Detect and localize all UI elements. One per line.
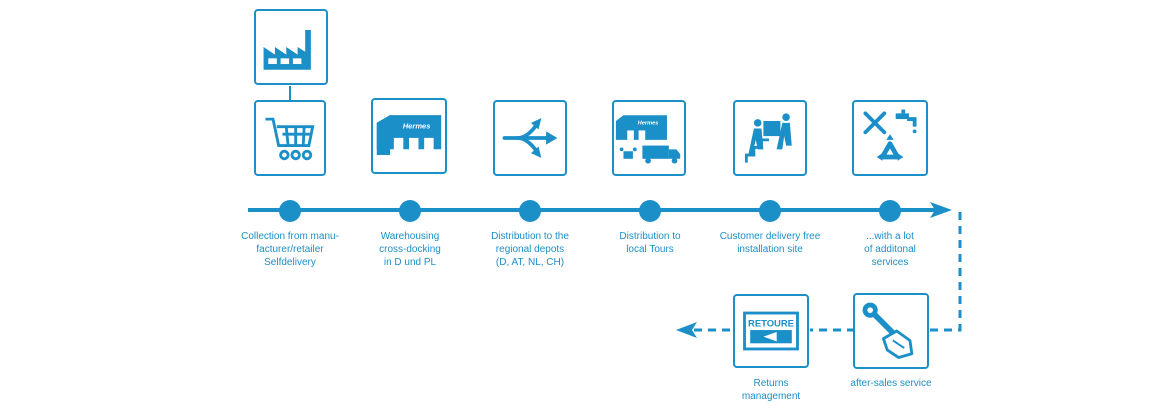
warehouse-icon: Hermes: [376, 115, 442, 155]
factory-icon: [263, 29, 311, 70]
after-sales-label: after-sales service: [850, 378, 932, 389]
step-5-label: Customer delivery free installation site: [719, 231, 821, 255]
after-sales-box: [853, 293, 929, 369]
shopping-cart-icon: [265, 117, 315, 161]
timeline-node-6: [879, 200, 901, 222]
step-2-box: Hermes: [371, 98, 447, 174]
factory-box: [254, 9, 328, 85]
step-6-box: [852, 100, 928, 176]
stairs-delivery-icon: [744, 113, 792, 163]
timeline-node-5: [759, 200, 781, 222]
warehouse-brand-text: Hermes: [403, 121, 431, 130]
timeline-node-3: [519, 200, 541, 222]
step-4-label: Distribution to local Tours: [619, 231, 681, 255]
retoure-sign-icon: RETOURE: [743, 311, 799, 351]
step-3-label: Distribution to the regional depots (D, …: [491, 231, 569, 268]
timeline-node-2: [399, 200, 421, 222]
timeline-arrowhead: [930, 202, 952, 218]
step-1-label: Collection from manu- facturer/retailer …: [241, 231, 339, 268]
returns-label: Returns management: [741, 378, 801, 402]
step-6-label: ...with a lot of additonal services: [864, 231, 916, 268]
branch-arrows-icon: [502, 118, 558, 158]
step-5-box: [733, 100, 807, 176]
returns-box: RETOURE: [733, 294, 809, 368]
step-4-box: Hermes: [612, 100, 686, 176]
wrench-hand-icon: [862, 302, 914, 359]
retoure-sign-text: RETOURE: [748, 318, 794, 329]
step-2-label: Warehousing cross-docking in D und PL: [379, 231, 441, 268]
tools-recycle-icon: [863, 109, 917, 161]
return-arrowhead: [676, 322, 697, 338]
depot-brand-text: Hermes: [638, 121, 659, 127]
timeline-node-1: [279, 200, 301, 222]
depot-truck-icon: Hermes: [615, 115, 681, 164]
timeline-node-4: [639, 200, 661, 222]
step-3-box: [493, 100, 567, 176]
step-1-box: [254, 100, 326, 176]
